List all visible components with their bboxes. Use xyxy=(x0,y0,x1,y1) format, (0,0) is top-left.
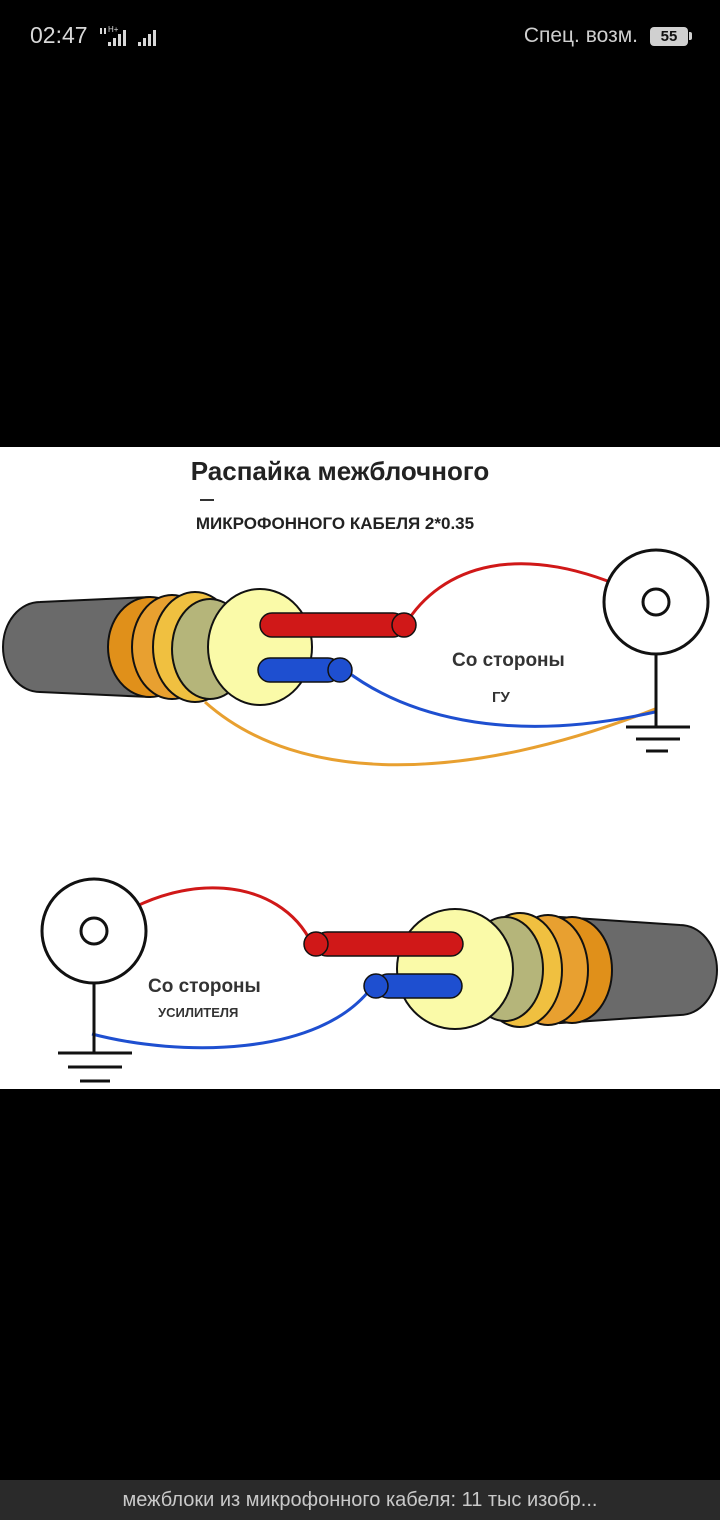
network-type-badge: H+ xyxy=(108,25,119,34)
diagram-title: Распайка межблочного xyxy=(191,456,489,486)
wiring-diagram: Распайка межблочного МИКРОФОННОГО КАБЕЛЯ… xyxy=(2,456,718,1083)
cable-top xyxy=(2,562,656,767)
image-viewer[interactable]: Распайка межблочного МИКРОФОННОГО КАБЕЛЯ… xyxy=(0,447,720,1089)
battery-icon: 55 xyxy=(650,26,692,46)
image-caption[interactable]: межблоки из микрофонного кабеля: 11 тыс … xyxy=(122,1488,598,1511)
rca-connector-bottom xyxy=(40,877,148,1083)
cable-bottom xyxy=(91,886,718,1050)
clock: 02:47 xyxy=(30,22,88,48)
label-amplifier: УСИЛИТЕЛЯ xyxy=(158,1005,238,1020)
rca-connector-top xyxy=(602,548,710,753)
label-amplifier-side: Со стороны xyxy=(148,976,261,997)
label-head-unit: ГУ xyxy=(492,689,511,706)
battery-level: 55 xyxy=(650,26,688,46)
signal-icon: H+ xyxy=(100,25,156,46)
caption-bar[interactable]: межблоки из микрофонного кабеля: 11 тыс … xyxy=(0,1480,720,1520)
accessibility-label: Спец. возм. xyxy=(523,24,638,47)
status-bar: 02:47 H+ Спец. возм. 55 xyxy=(0,0,720,74)
diagram-subtitle: МИКРОФОННОГО КАБЕЛЯ 2*0.35 xyxy=(196,514,474,533)
label-head-unit-side: Со стороны xyxy=(452,650,565,671)
